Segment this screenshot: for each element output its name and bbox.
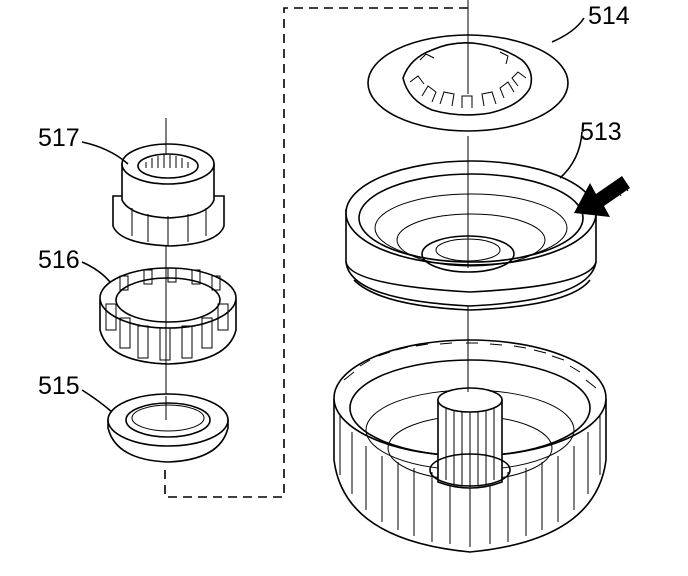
part-515-washer xyxy=(107,393,229,463)
leader-lines xyxy=(81,17,585,413)
part-516-roller-clutch xyxy=(99,267,237,398)
callout-517: 517 xyxy=(38,124,80,152)
clutch-housing xyxy=(333,339,607,553)
part-513-drum xyxy=(345,136,597,340)
callout-516: 516 xyxy=(38,246,80,274)
part-517-gear xyxy=(112,118,225,268)
callout-515: 515 xyxy=(38,372,80,400)
callout-513: 513 xyxy=(580,118,622,146)
callout-514: 514 xyxy=(588,2,630,30)
arrow-icon xyxy=(574,176,630,217)
part-514-retainer xyxy=(367,0,569,132)
dashed-routing-line xyxy=(164,7,468,498)
